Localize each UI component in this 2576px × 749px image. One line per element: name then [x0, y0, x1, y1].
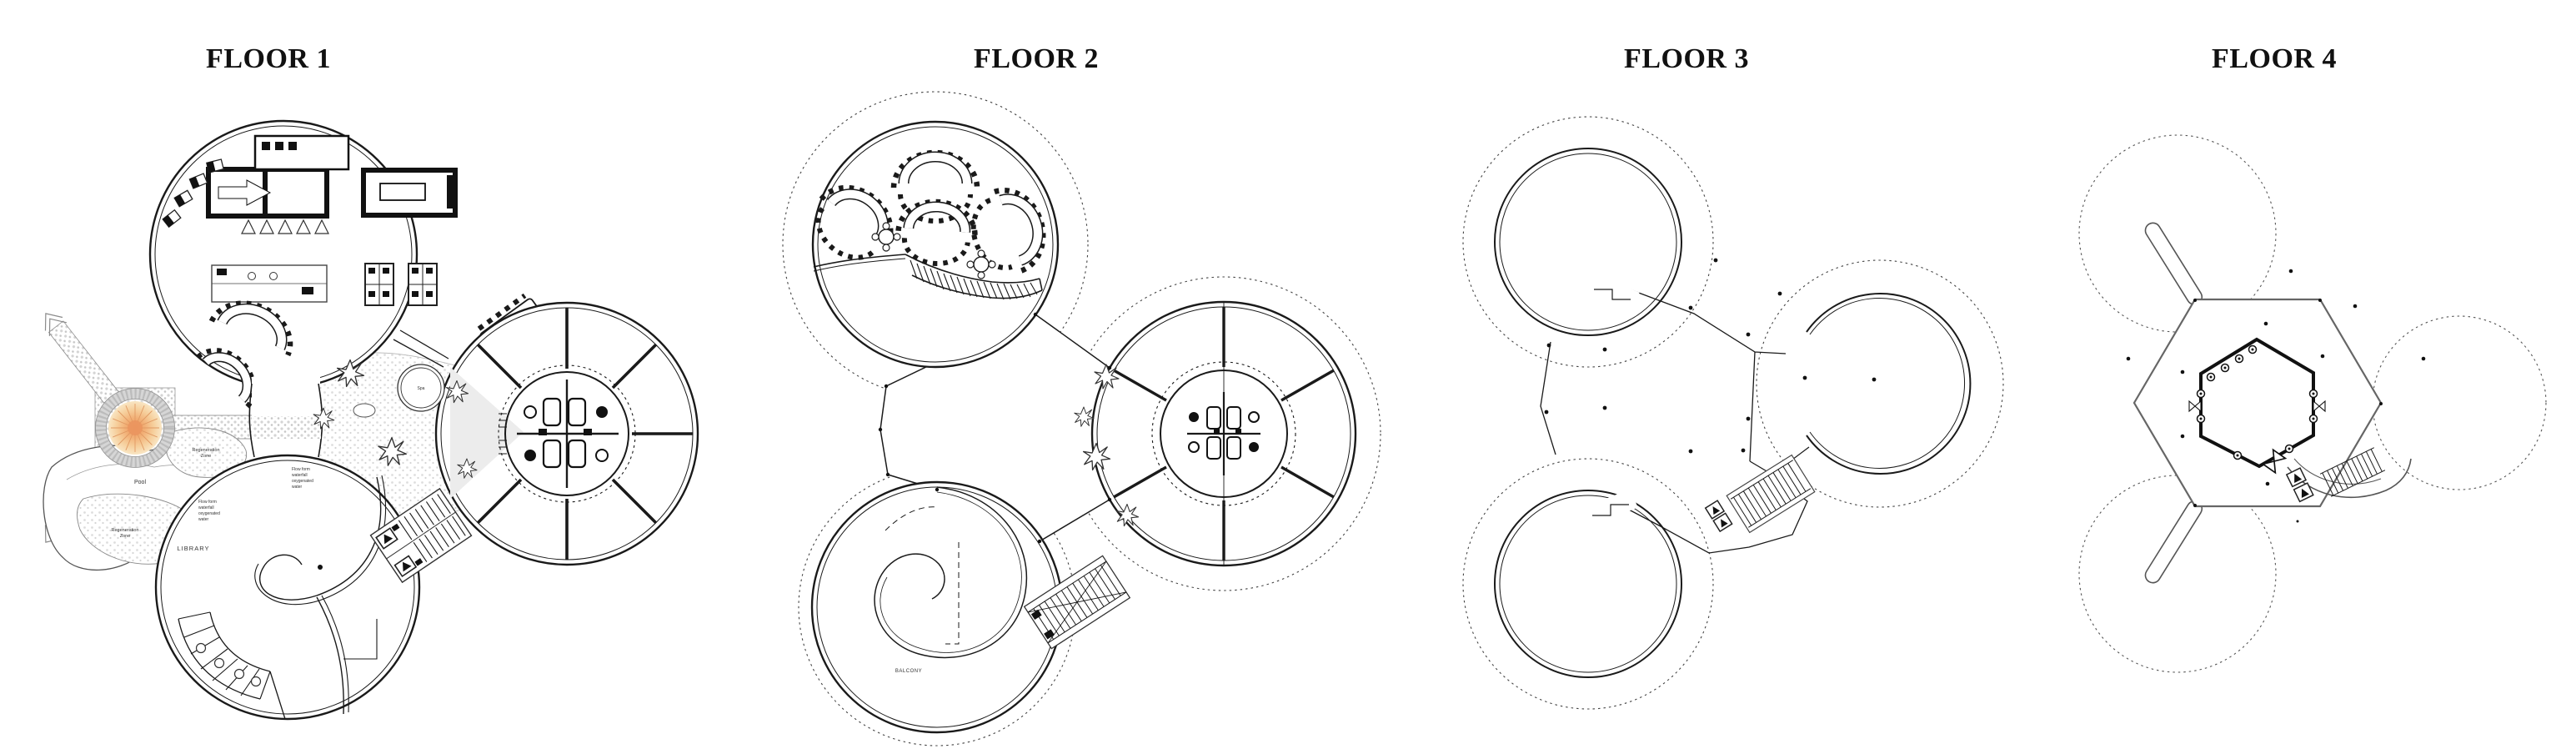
svg-text:water: water — [292, 485, 303, 490]
roof-circle-top-left — [1494, 148, 1682, 336]
dining-spa-corridor — [393, 329, 449, 368]
column-dot — [318, 565, 323, 570]
regeneration-zone-label: Zone — [201, 454, 212, 459]
floor-3-plan — [1462, 116, 2004, 710]
circle-connection-notches — [1590, 276, 1640, 524]
open-circle-right — [1790, 293, 1972, 475]
setback-dotted-circles — [1462, 116, 2004, 710]
stair-elevator-core — [369, 487, 473, 584]
stair-flight — [1726, 454, 1816, 534]
floor-2-title: FLOOR 2 — [974, 43, 1099, 74]
svg-text:oxygenated: oxygenated — [292, 479, 313, 484]
library-label: LIBRARY — [178, 545, 210, 552]
spa-core-fixtures — [499, 380, 619, 488]
floor-3-title: FLOOR 3 — [1624, 43, 1749, 74]
floor-2-plan: BALCONY — [782, 91, 1381, 746]
pool-label: Pool — [134, 480, 146, 485]
stair-bridge — [1023, 555, 1131, 650]
svg-text:Flow form: Flow form — [198, 500, 217, 505]
cantilever-arm-lower — [2144, 500, 2203, 584]
flowform-note: Flow form waterfall oxygenated water — [198, 500, 220, 522]
banquet-tables — [815, 149, 1046, 279]
dining-mezzanine-circle — [811, 120, 1060, 369]
floor-1-labels: Regeneration Zone Pool Regeneration Zone… — [111, 386, 424, 552]
kitchen-block — [162, 134, 458, 306]
structural-column-dots — [878, 312, 1112, 544]
library-circle — [154, 454, 421, 721]
spa-rotunda-circle — [434, 301, 699, 566]
floor-1-plan: Regeneration Zone Pool Regeneration Zone… — [43, 119, 699, 721]
stair-elevator-wedge — [2285, 447, 2412, 503]
spa-label: Spa — [418, 386, 425, 391]
curved-restroom-stalls — [178, 611, 286, 720]
dining-library-neck — [248, 377, 323, 460]
svg-text:waterfall: waterfall — [292, 473, 308, 478]
round-table — [966, 249, 996, 279]
svg-text:Flow form: Flow form — [292, 467, 310, 472]
storage-cabinets — [364, 263, 438, 306]
svg-text:waterfall: waterfall — [198, 505, 214, 510]
structural-column-dots — [1544, 258, 1877, 454]
perimeter-bubbles — [2196, 344, 2318, 460]
atrium-deck-outline — [1540, 289, 1810, 554]
balcony-circle: BALCONY — [810, 480, 1064, 734]
inner-hexagon-core — [2199, 337, 2315, 469]
regeneration-zone-label: Zone — [120, 534, 131, 539]
floor-4-title: FLOOR 4 — [2212, 43, 2337, 74]
regeneration-zone-label: Regeneration — [192, 448, 219, 453]
spa-core-fixtures — [1187, 392, 1260, 475]
floor-1-title: FLOOR 1 — [206, 43, 331, 74]
structural-column-dots — [2126, 269, 2426, 523]
elevator-pair — [1704, 500, 1733, 533]
regeneration-zone-label: Regeneration — [111, 528, 138, 533]
balcony-label: BALCONY — [895, 669, 922, 674]
svg-text:oxygenated: oxygenated — [198, 511, 220, 516]
flowform-note: Flow form waterfall oxygenated water — [292, 467, 313, 490]
floor-4-plan — [2078, 134, 2547, 673]
cantilever-arm-upper — [2144, 222, 2203, 305]
courtyard-features — [313, 359, 478, 479]
round-table — [871, 222, 901, 252]
mezzanine-edge-and-stair — [813, 254, 1043, 300]
spa-rotunda-circle — [1074, 300, 1357, 567]
sun-icon — [95, 388, 175, 468]
radial-partitions — [476, 308, 693, 560]
svg-text:water: water — [198, 517, 209, 522]
roof-circle-bottom-left — [1494, 490, 1682, 678]
